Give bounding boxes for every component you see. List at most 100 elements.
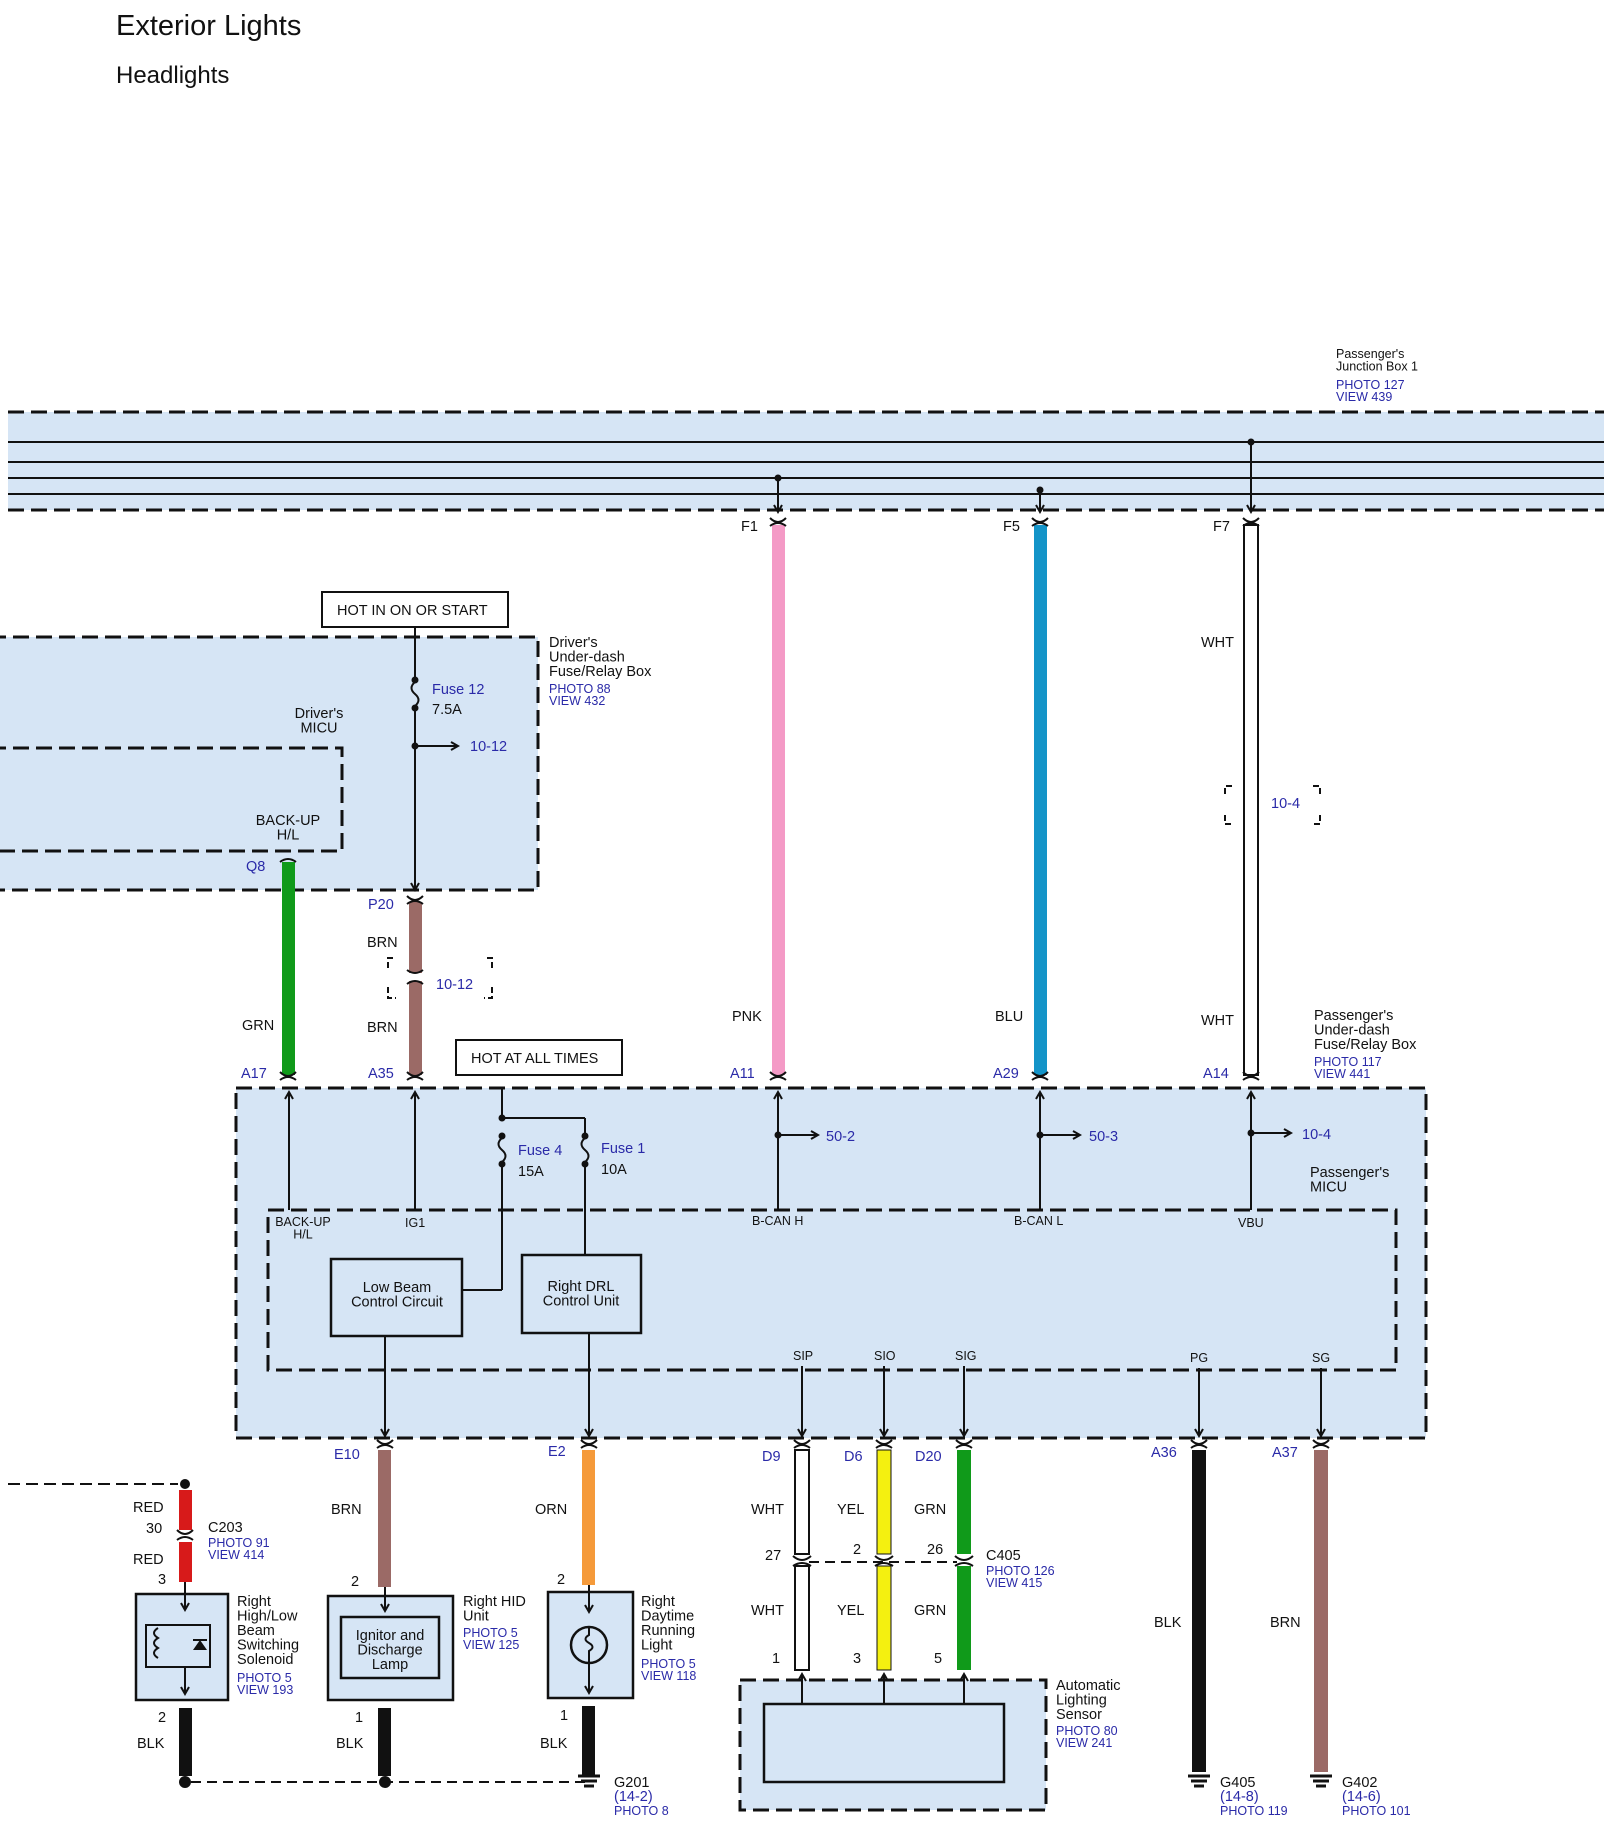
wire-blk-drl	[582, 1706, 595, 1776]
pin-hid-2: 2	[351, 1574, 359, 1590]
svg-text:HOT IN ON OR START: HOT IN ON OR START	[337, 603, 488, 619]
pin-Q8: Q8	[246, 859, 265, 875]
pass-fuse-box-view: VIEW 441	[1314, 1067, 1370, 1081]
pin-A14: A14	[1203, 1066, 1229, 1082]
page-subtitle: Headlights	[116, 62, 229, 89]
inline-connector-10-12	[387, 957, 493, 999]
ref-10-4-b: 10-4	[1302, 1127, 1331, 1143]
pin-P20: P20	[368, 897, 394, 913]
label-blk-a36: BLK	[1154, 1615, 1182, 1631]
drl-light-photo: PHOTO 5	[641, 1657, 696, 1671]
wire-red-lower	[179, 1542, 192, 1582]
g405-photo: PHOTO 119	[1220, 1804, 1288, 1818]
pass-micu	[266, 1208, 1398, 1372]
term-pg: PG	[1190, 1351, 1208, 1365]
g201-ref: (14-2)	[614, 1789, 653, 1805]
drl-light	[546, 1585, 635, 1700]
pin-sol-2: 2	[158, 1710, 166, 1726]
junction-box-view: VIEW 439	[1336, 390, 1392, 404]
label-brn-a37: BRN	[1270, 1615, 1301, 1631]
driver-micu	[0, 746, 344, 853]
label-blk-sol: BLK	[137, 1736, 165, 1752]
connector-c203	[176, 1529, 194, 1541]
wire-grn-d20-upper	[957, 1450, 971, 1554]
fuse12-rating: 7.5A	[432, 702, 462, 718]
pin-A35: A35	[368, 1066, 394, 1082]
connector-clips-top	[279, 517, 1260, 1081]
c203-photo: PHOTO 91	[208, 1536, 270, 1550]
ref-10-12-b: 10-12	[436, 977, 473, 993]
c405-name: C405	[986, 1548, 1021, 1564]
label-wht-f7b: WHT	[1201, 1013, 1234, 1029]
solenoid-photo: PHOTO 5	[237, 1671, 292, 1685]
g402-ref: (14-6)	[1342, 1789, 1381, 1805]
wire-brn-a37	[1314, 1450, 1328, 1772]
fuse4-rating: 15A	[518, 1164, 544, 1180]
pin-A29: A29	[993, 1066, 1019, 1082]
hid-photo: PHOTO 5	[463, 1626, 518, 1640]
fuse12-icon	[410, 681, 420, 707]
pin-c405-26: 26	[927, 1542, 943, 1558]
g405-ref: (14-8)	[1220, 1789, 1259, 1805]
label-brn-e10: BRN	[331, 1502, 362, 1518]
g405-name: G405	[1220, 1775, 1255, 1791]
c405-view: VIEW 415	[986, 1576, 1042, 1590]
term-sip: SIP	[793, 1349, 813, 1363]
label-blk-drl: BLK	[540, 1736, 568, 1752]
pin-E10: E10	[334, 1447, 360, 1463]
g201-name: G201	[614, 1775, 649, 1791]
c405-photo: PHOTO 126	[986, 1564, 1055, 1578]
pin-drl-2: 2	[557, 1572, 565, 1588]
label-pnk: PNK	[732, 1009, 762, 1025]
label-wht-d9a: WHT	[751, 1502, 784, 1518]
wire-brn-e10	[378, 1450, 391, 1587]
label-brn-p20b: BRN	[367, 1020, 398, 1036]
label-red-a: RED	[133, 1500, 164, 1516]
solenoid-view: VIEW 193	[237, 1683, 293, 1697]
label-grn-b: GRN	[914, 1603, 946, 1619]
wire-blk-sol	[179, 1708, 192, 1776]
term-sig: SIG	[955, 1349, 977, 1363]
term-ig1: IG1	[405, 1216, 425, 1230]
pin-D9: D9	[762, 1449, 781, 1465]
wire-brn-p20	[409, 902, 422, 1075]
hot-on-start-note: HOT IN ON OR START	[321, 591, 509, 628]
pin-F1: F1	[741, 519, 758, 535]
wire-wht-d9-upper	[794, 1449, 810, 1555]
term-bcanh: B-CAN H	[752, 1214, 803, 1228]
inline-connector-10-4	[1224, 785, 1321, 825]
label-wht-f7a: WHT	[1201, 635, 1234, 651]
wire-pnk	[772, 525, 785, 1075]
g402-photo: PHOTO 101	[1342, 1804, 1411, 1818]
fuse1-icon	[580, 1137, 590, 1163]
wire-yel-d6-upper	[876, 1449, 892, 1555]
hid-view: VIEW 125	[463, 1638, 519, 1652]
label-grn-a: GRN	[914, 1502, 946, 1518]
connector-c405	[792, 1555, 974, 1567]
wire-red-upper	[179, 1490, 192, 1530]
g402-name: G402	[1342, 1775, 1377, 1791]
g201-photo: PHOTO 8	[614, 1804, 669, 1818]
pin-A11: A11	[730, 1066, 755, 1082]
ground-g402-icon	[1310, 1774, 1332, 1788]
wire-wht-d9-lower	[794, 1565, 810, 1671]
fuse12-label: Fuse 12	[432, 682, 484, 698]
wire-blk-hid	[378, 1708, 391, 1776]
pin-A36: A36	[1151, 1445, 1177, 1461]
wire-yel-d6-lower	[876, 1565, 892, 1671]
drl-light-view: VIEW 118	[641, 1669, 696, 1683]
sensor-photo: PHOTO 80	[1056, 1724, 1118, 1738]
